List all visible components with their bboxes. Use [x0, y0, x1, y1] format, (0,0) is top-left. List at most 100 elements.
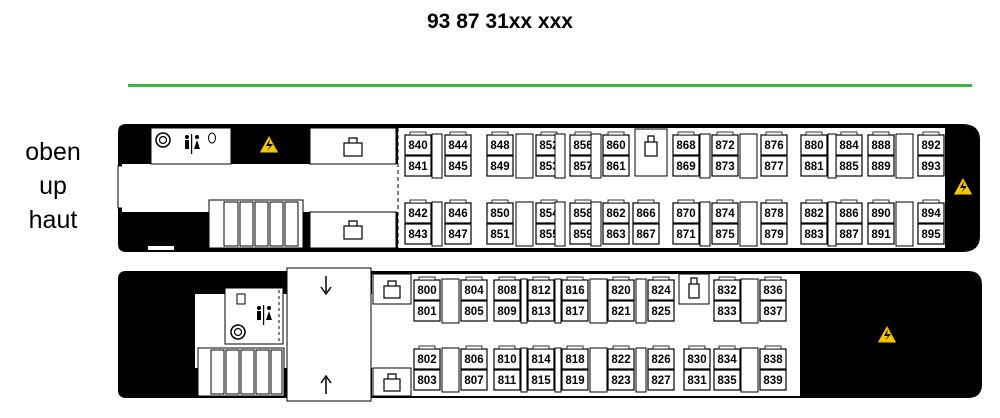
seat[interactable]: 862 — [602, 202, 630, 224]
seat-number: 809 — [497, 306, 516, 318]
seat[interactable]: 892 — [917, 134, 945, 156]
table — [895, 133, 914, 179]
seat[interactable]: 806 — [460, 348, 488, 370]
seat[interactable]: 883 — [800, 223, 828, 245]
seat[interactable]: 847 — [444, 223, 472, 245]
seat[interactable]: 886 — [835, 202, 863, 224]
seat[interactable]: 871 — [672, 223, 700, 245]
seat[interactable]: 857 — [569, 155, 597, 177]
seat[interactable]: 880 — [800, 134, 828, 156]
seat[interactable]: 870 — [672, 202, 700, 224]
seat[interactable]: 801 — [413, 300, 441, 322]
seat-headrest — [765, 199, 783, 204]
seat[interactable]: 849 — [486, 155, 514, 177]
seat[interactable]: 821 — [607, 300, 635, 322]
seat[interactable]: 831 — [683, 369, 711, 391]
seat[interactable]: 824 — [647, 279, 675, 301]
seat[interactable]: 869 — [672, 155, 700, 177]
seat-number: 820 — [611, 285, 630, 297]
seat[interactable]: 874 — [711, 202, 739, 224]
seat[interactable]: 888 — [867, 134, 895, 156]
seat[interactable]: 805 — [460, 300, 488, 322]
seat[interactable]: 884 — [835, 134, 863, 156]
seat[interactable]: 848 — [486, 134, 514, 156]
seat-headrest — [418, 276, 436, 281]
seat[interactable]: 822 — [607, 348, 635, 370]
seat[interactable]: 858 — [569, 202, 597, 224]
seat[interactable]: 866 — [632, 202, 660, 224]
seat[interactable]: 891 — [867, 223, 895, 245]
seat[interactable]: 815 — [527, 369, 555, 391]
seat[interactable]: 878 — [760, 202, 788, 224]
seat[interactable]: 875 — [711, 223, 739, 245]
seat[interactable]: 823 — [607, 369, 635, 391]
seat[interactable]: 837 — [759, 300, 787, 322]
seat[interactable]: 861 — [602, 155, 630, 177]
seat[interactable]: 813 — [527, 300, 555, 322]
luggage-rack-icon — [644, 135, 658, 157]
seat[interactable]: 811 — [493, 369, 521, 391]
seat[interactable]: 882 — [800, 202, 828, 224]
seat-number: 881 — [804, 161, 824, 173]
seat[interactable]: 804 — [460, 279, 488, 301]
seat[interactable]: 868 — [672, 134, 700, 156]
seat[interactable]: 879 — [760, 223, 788, 245]
level-label-fr: haut — [28, 206, 78, 234]
seat[interactable]: 836 — [759, 279, 787, 301]
seat[interactable]: 818 — [561, 348, 589, 370]
seat[interactable]: 889 — [867, 155, 895, 177]
seat[interactable]: 800 — [413, 279, 441, 301]
seat[interactable]: 850 — [486, 202, 514, 224]
seat[interactable]: 895 — [917, 223, 945, 245]
seat[interactable]: 863 — [602, 223, 630, 245]
seat[interactable]: 834 — [713, 348, 741, 370]
seat[interactable]: 809 — [493, 300, 521, 322]
seat[interactable]: 846 — [444, 202, 472, 224]
seat[interactable]: 840 — [404, 134, 432, 156]
seat[interactable]: 817 — [561, 300, 589, 322]
seat[interactable]: 838 — [759, 348, 787, 370]
seat[interactable]: 814 — [527, 348, 555, 370]
seat[interactable]: 826 — [647, 348, 675, 370]
seat[interactable]: 835 — [713, 369, 741, 391]
seat[interactable]: 802 — [413, 348, 441, 370]
seat[interactable]: 881 — [800, 155, 828, 177]
seat[interactable]: 843 — [404, 223, 432, 245]
seat[interactable]: 872 — [711, 134, 739, 156]
seat[interactable]: 856 — [569, 134, 597, 156]
seat[interactable]: 841 — [404, 155, 432, 177]
seat[interactable]: 890 — [867, 202, 895, 224]
seat[interactable]: 827 — [647, 369, 675, 391]
seat[interactable]: 844 — [444, 134, 472, 156]
seat[interactable]: 851 — [486, 223, 514, 245]
seat[interactable]: 819 — [561, 369, 589, 391]
seat[interactable]: 825 — [647, 300, 675, 322]
seat[interactable]: 860 — [602, 134, 630, 156]
seat[interactable]: 820 — [607, 279, 635, 301]
seat[interactable]: 833 — [713, 300, 741, 322]
seat[interactable]: 893 — [917, 155, 945, 177]
seat[interactable]: 894 — [917, 202, 945, 224]
seat[interactable]: 867 — [632, 223, 660, 245]
seat[interactable]: 873 — [711, 155, 739, 177]
seat[interactable]: 876 — [760, 134, 788, 156]
seat[interactable]: 808 — [493, 279, 521, 301]
seat[interactable]: 810 — [493, 348, 521, 370]
seat-box — [711, 223, 739, 245]
seat[interactable]: 832 — [713, 279, 741, 301]
seat[interactable]: 859 — [569, 223, 597, 245]
seat[interactable]: 877 — [760, 155, 788, 177]
seat[interactable]: 830 — [683, 348, 711, 370]
seat[interactable]: 839 — [759, 369, 787, 391]
seat[interactable]: 887 — [835, 223, 863, 245]
seat[interactable]: 812 — [527, 279, 555, 301]
seat[interactable]: 807 — [460, 369, 488, 391]
seat[interactable]: 816 — [561, 279, 589, 301]
seat[interactable]: 885 — [835, 155, 863, 177]
seat[interactable]: 845 — [444, 155, 472, 177]
seat[interactable]: 803 — [413, 369, 441, 391]
seat[interactable]: 842 — [404, 202, 432, 224]
